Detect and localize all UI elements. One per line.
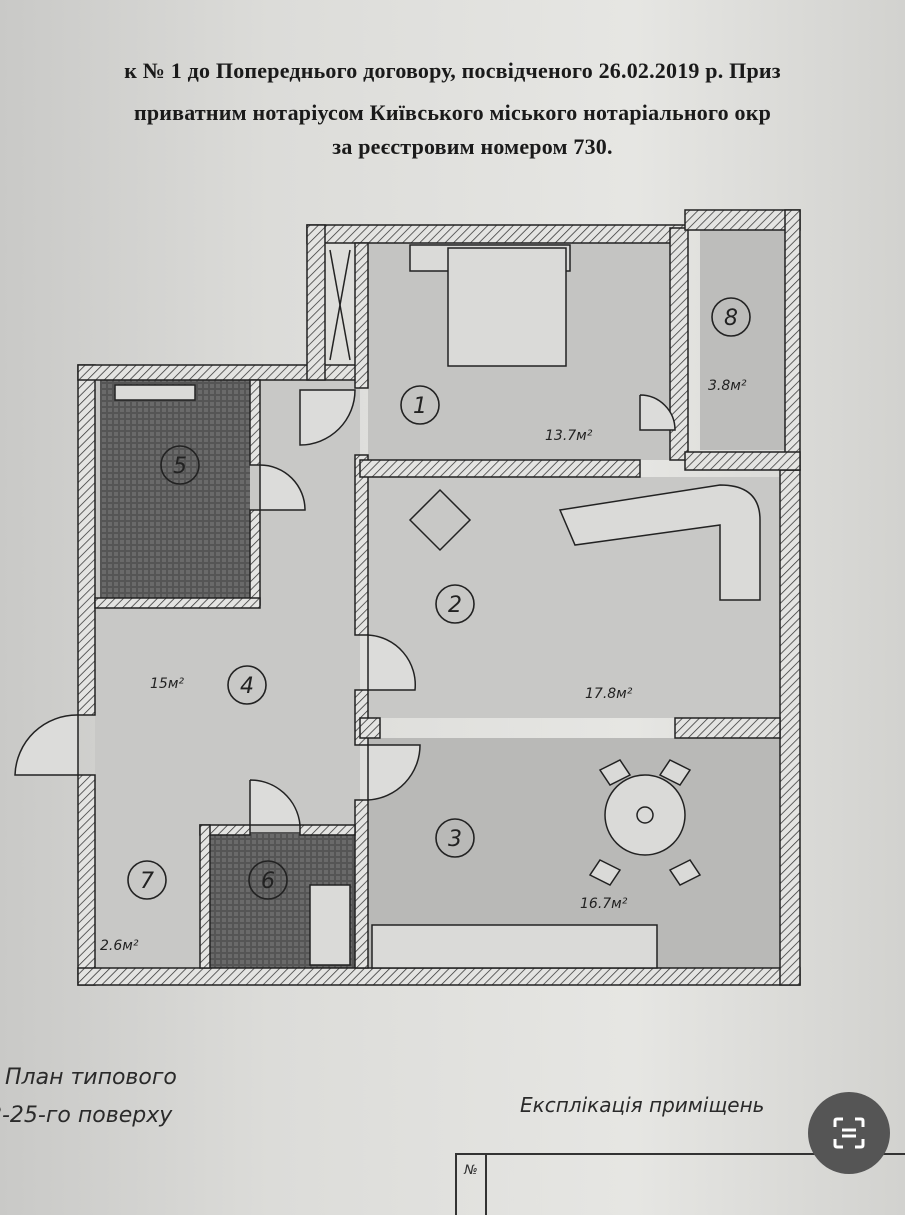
room-5-marker <box>160 445 200 485</box>
text-scan-icon <box>833 1117 865 1149</box>
room-8-number: 8 <box>724 306 738 331</box>
room-3-number: 3 <box>448 827 462 852</box>
explication-title: Експлікація приміщень <box>520 1093 765 1117</box>
room-7-area: 2.6м² <box>100 938 139 954</box>
doors <box>14 249 676 826</box>
walls <box>77 209 801 986</box>
furniture <box>114 244 761 969</box>
room-6-marker <box>248 860 288 900</box>
room-1-area: 13.7м² <box>545 428 593 444</box>
room-3-marker <box>435 818 475 858</box>
header-line-1: к № 1 до Попереднього договору, посвідче… <box>124 58 781 83</box>
room-8-marker <box>711 297 751 337</box>
room-4-number: 4 <box>240 674 254 699</box>
room-1-marker <box>400 385 440 425</box>
room-7-marker <box>127 860 167 900</box>
room-5-number: 5 <box>173 454 187 479</box>
room-4-marker <box>227 665 267 705</box>
room-1-number: 1 <box>413 394 427 419</box>
room-2-number: 2 <box>448 593 462 618</box>
room-3-area: 16.7м² <box>580 896 628 912</box>
room-7-number: 7 <box>140 869 154 894</box>
room-2-marker <box>435 584 475 624</box>
room-6-number: 6 <box>261 869 275 894</box>
room-2-area: 17.8м² <box>585 686 633 702</box>
room-4-area: 15м² <box>150 676 184 692</box>
text-scan-button[interactable] <box>808 1092 890 1174</box>
plan-caption-line-1: План типового <box>5 1065 177 1090</box>
header-line-3: за реєстровим номером 730. <box>332 134 613 159</box>
room-8-area: 3.8м² <box>708 378 747 394</box>
bathroom-tiles <box>100 380 250 600</box>
plan-caption-line-2: 2-25-го поверху <box>0 1103 173 1128</box>
header-line-2: приватним нотаріусом Київського міського… <box>133 100 772 125</box>
explication-col-number: № <box>455 1155 487 1215</box>
explication-table: № <box>455 1153 905 1215</box>
